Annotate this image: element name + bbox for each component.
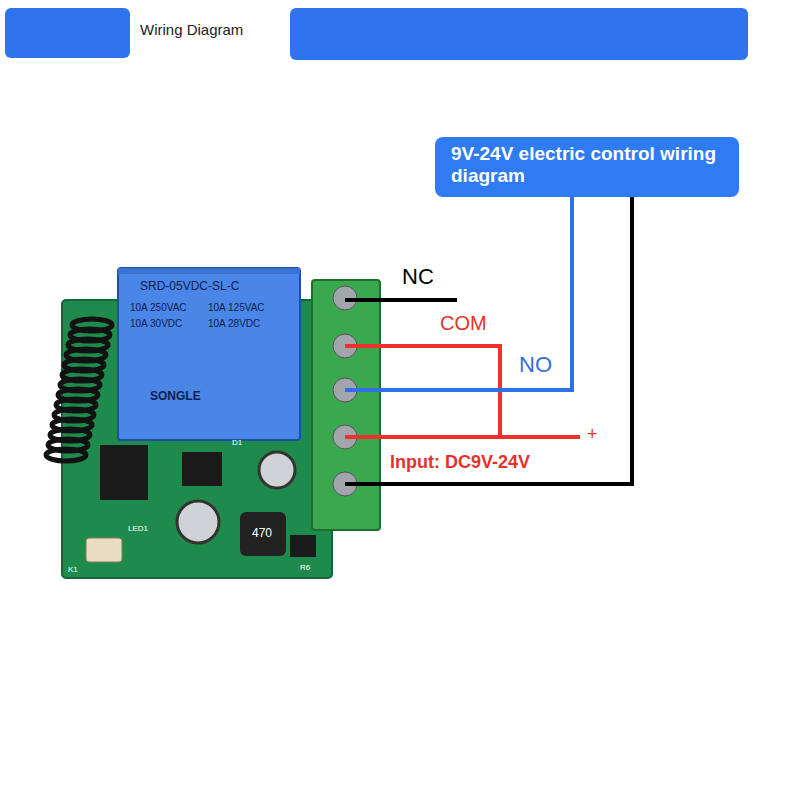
terminal-name: COM	[440, 312, 487, 335]
inductor	[240, 512, 286, 556]
push-button	[86, 538, 122, 562]
relay-body	[118, 268, 300, 440]
part-ref: K1	[68, 565, 78, 574]
relay-marking: 10A 250VAC	[130, 302, 187, 314]
part-ref: D1	[232, 438, 242, 447]
input-note: Input: DC9V-24V	[390, 452, 530, 473]
control-box: 9V-24V electric control wiring diagram	[435, 137, 739, 197]
antenna-coil	[46, 319, 112, 461]
part-ref: LED1	[128, 524, 148, 533]
terminal-name: NO	[519, 352, 552, 377]
title-bar	[5, 8, 130, 58]
inductor-value: 470	[252, 527, 272, 541]
ic-chip	[290, 535, 316, 557]
positive-wire	[345, 435, 580, 439]
ic-chip	[100, 445, 148, 500]
relay-marking: 10A 28VDC	[208, 318, 260, 330]
relay-marking: SRD-05VDC-SL-C	[140, 280, 239, 294]
ground-wire	[345, 197, 632, 484]
title-bar	[290, 8, 748, 60]
terminal-name: NC	[402, 264, 434, 289]
terminal-block	[312, 280, 380, 530]
relay-marking: 10A 30VDC	[130, 318, 182, 330]
relay-edge	[118, 268, 300, 274]
capacitor	[259, 452, 295, 488]
part-ref: R6	[300, 563, 310, 572]
polarity-mark: +	[587, 424, 598, 445]
no-wire	[345, 197, 572, 390]
capacitor	[177, 501, 219, 543]
box-label: 9V-24V electric control wiring diagram	[451, 143, 725, 187]
ic-chip	[182, 452, 222, 486]
diagram-title: Wiring Diagram	[140, 21, 243, 38]
nc-wire	[345, 298, 457, 302]
relay-marking: 10A 125VAC	[208, 302, 265, 314]
relay-brand: SONGLE	[150, 390, 201, 404]
